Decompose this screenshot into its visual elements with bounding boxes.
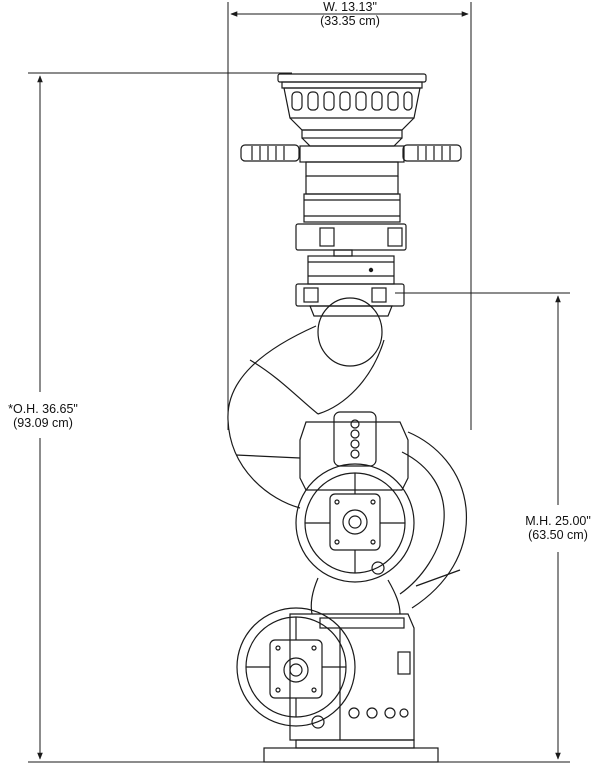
right-handle xyxy=(402,144,462,162)
middle-housing xyxy=(299,411,468,609)
left-handle xyxy=(240,144,300,162)
monitor-height-imperial: M.H. 25.00" xyxy=(525,514,591,528)
upper-coupling xyxy=(295,283,405,317)
overall-height-metric: (93.09 cm) xyxy=(13,416,73,430)
overall-height-dimension xyxy=(28,72,292,763)
width-imperial: W. 13.13" xyxy=(323,0,377,14)
monitor-height-dimension xyxy=(395,292,570,763)
upper-elbow xyxy=(227,297,385,509)
base-handwheel xyxy=(236,607,356,729)
width-metric: (33.35 cm) xyxy=(320,14,380,28)
monitor-height-label: M.H. 25.00" (63.50 cm) xyxy=(516,514,600,542)
nozzle-body xyxy=(295,145,407,285)
monitor-height-metric: (63.50 cm) xyxy=(528,528,588,542)
nozzle-tip xyxy=(277,73,427,147)
overall-height-label: *O.H. 36.65" (93.09 cm) xyxy=(0,402,86,430)
width-dimension-label: W. 13.13" (33.35 cm) xyxy=(300,0,400,28)
middle-handwheel xyxy=(295,463,415,583)
overall-height-imperial: *O.H. 36.65" xyxy=(8,402,78,416)
lower-elbow xyxy=(310,577,401,615)
